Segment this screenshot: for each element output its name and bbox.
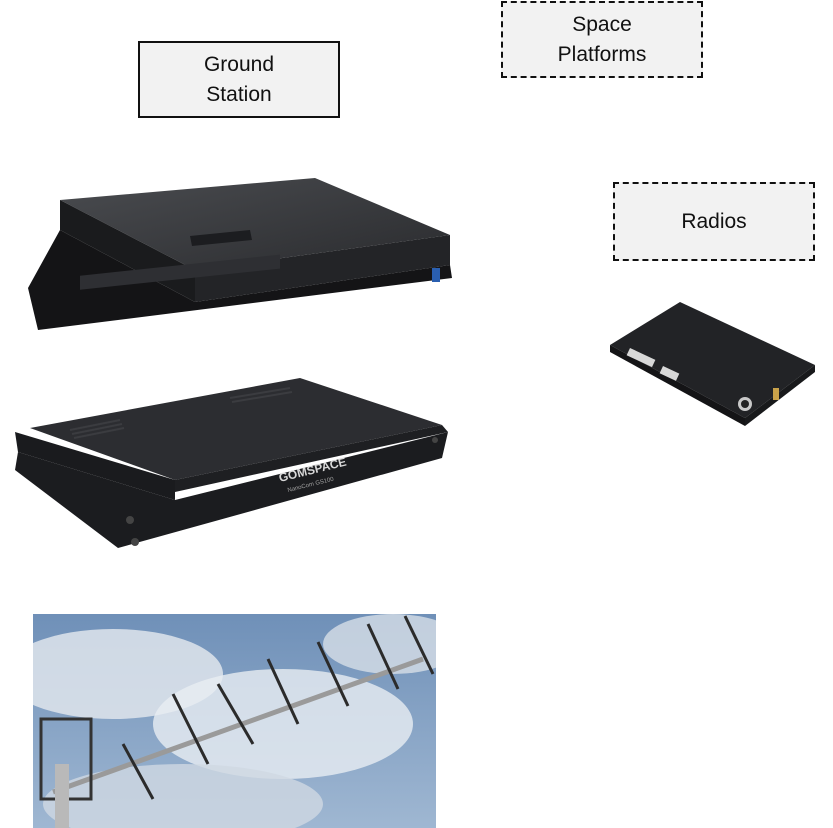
space-platforms-label: Space Platforms: [557, 12, 647, 66]
radios-label-box: Radios: [613, 182, 815, 261]
yagi-antenna-image: [33, 614, 436, 828]
rack-server-image: [28, 178, 452, 330]
radio-module-image: [610, 302, 815, 426]
gomspace-ground-unit-image: GOMSPACE NanoCom GS100: [15, 378, 448, 548]
ground-station-label-box: Ground Station: [138, 41, 340, 118]
radios-label: Radios: [681, 209, 747, 233]
space-platforms-label-box: Space Platforms: [501, 1, 703, 78]
ground-station-label: Ground Station: [203, 52, 275, 106]
